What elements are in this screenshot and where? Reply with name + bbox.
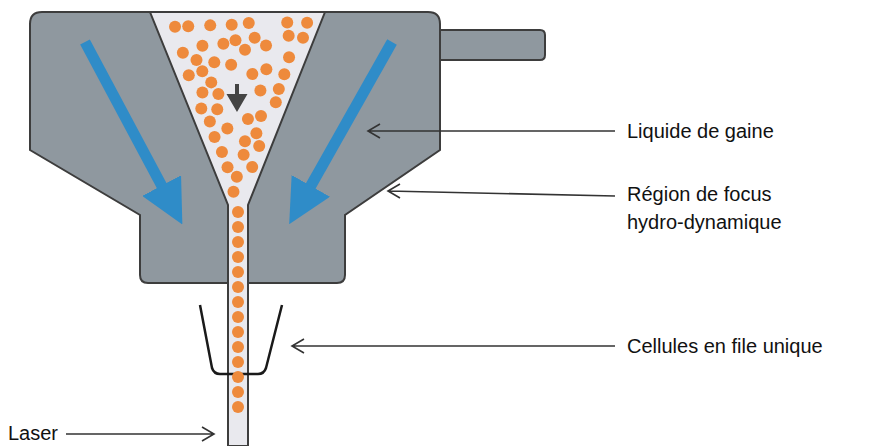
cell-dot (273, 83, 285, 95)
cell-dot (297, 32, 309, 44)
cell-dot (190, 54, 202, 66)
cell-dot (246, 161, 258, 173)
cell-dot (260, 63, 272, 75)
cell-dot (232, 401, 244, 413)
leader-lines (66, 124, 615, 441)
cell-dot (281, 17, 293, 29)
cell-dot (232, 296, 244, 308)
cell-dot (232, 236, 244, 248)
cell-dot (254, 84, 266, 96)
cell-dot (227, 186, 239, 198)
cell-dot (260, 39, 272, 51)
cell-dot (249, 32, 261, 44)
cell-dot (217, 38, 229, 50)
cell-dot (212, 88, 224, 100)
cell-dot (243, 17, 255, 29)
cell-dot (204, 115, 216, 127)
cell-dot (232, 221, 244, 233)
cell-dot (221, 123, 233, 135)
cell-dot (232, 281, 244, 293)
cell-dot (216, 146, 228, 158)
side-port (430, 30, 545, 60)
cell-dot (239, 135, 251, 147)
cell-dot (183, 69, 195, 81)
cell-dot (232, 341, 244, 353)
cell-dot (232, 386, 244, 398)
cell-dot (283, 51, 295, 63)
cell-dot (278, 68, 290, 80)
cell-dot (283, 30, 295, 42)
cell-dot (205, 76, 217, 88)
cell-dot (270, 96, 282, 108)
cell-dot (232, 371, 244, 383)
cell-dot (196, 65, 208, 77)
flow-direction-arrow (230, 84, 244, 108)
cell-dot (253, 140, 265, 152)
focus-region-label: Région de focus hydro-dynamique (627, 180, 822, 236)
cell-dot (232, 251, 244, 263)
cell-dot (195, 103, 207, 115)
cuvette (200, 305, 282, 374)
cell-dot (231, 171, 243, 183)
cell-dot (222, 161, 234, 173)
cell-dot (209, 131, 221, 143)
cell-dot (182, 20, 194, 32)
sample-funnel (150, 12, 325, 446)
cell-dot (232, 356, 244, 368)
cell-dot (229, 34, 241, 46)
cell-dot (226, 19, 238, 31)
sheath-label: Liquide de gaine (627, 117, 774, 145)
sheath-flow-arrow (300, 42, 392, 205)
cell-dot (232, 266, 244, 278)
cell-dot (196, 40, 208, 52)
cell-dot (225, 59, 237, 71)
cell-dot (232, 206, 244, 218)
cell-dot (208, 56, 220, 68)
cell-dot (250, 127, 262, 139)
cell-dot (242, 113, 254, 125)
cell-dot (239, 44, 251, 56)
cell-dot (211, 103, 223, 115)
laser-label: Laser (8, 419, 58, 446)
sheath-flow-arrow (85, 42, 172, 205)
cells-label: Cellules en file unique (627, 332, 823, 360)
cell-dot (177, 47, 189, 59)
cell-dot (196, 87, 208, 99)
cell-dot (232, 326, 244, 338)
cell-dot (238, 149, 250, 161)
cell-dot (204, 19, 216, 31)
cell-dot (246, 68, 258, 80)
cell-dot (232, 311, 244, 323)
cell-dot (169, 21, 181, 33)
cell-dot (301, 17, 313, 29)
cells (169, 17, 313, 413)
cell-dot (255, 110, 267, 122)
